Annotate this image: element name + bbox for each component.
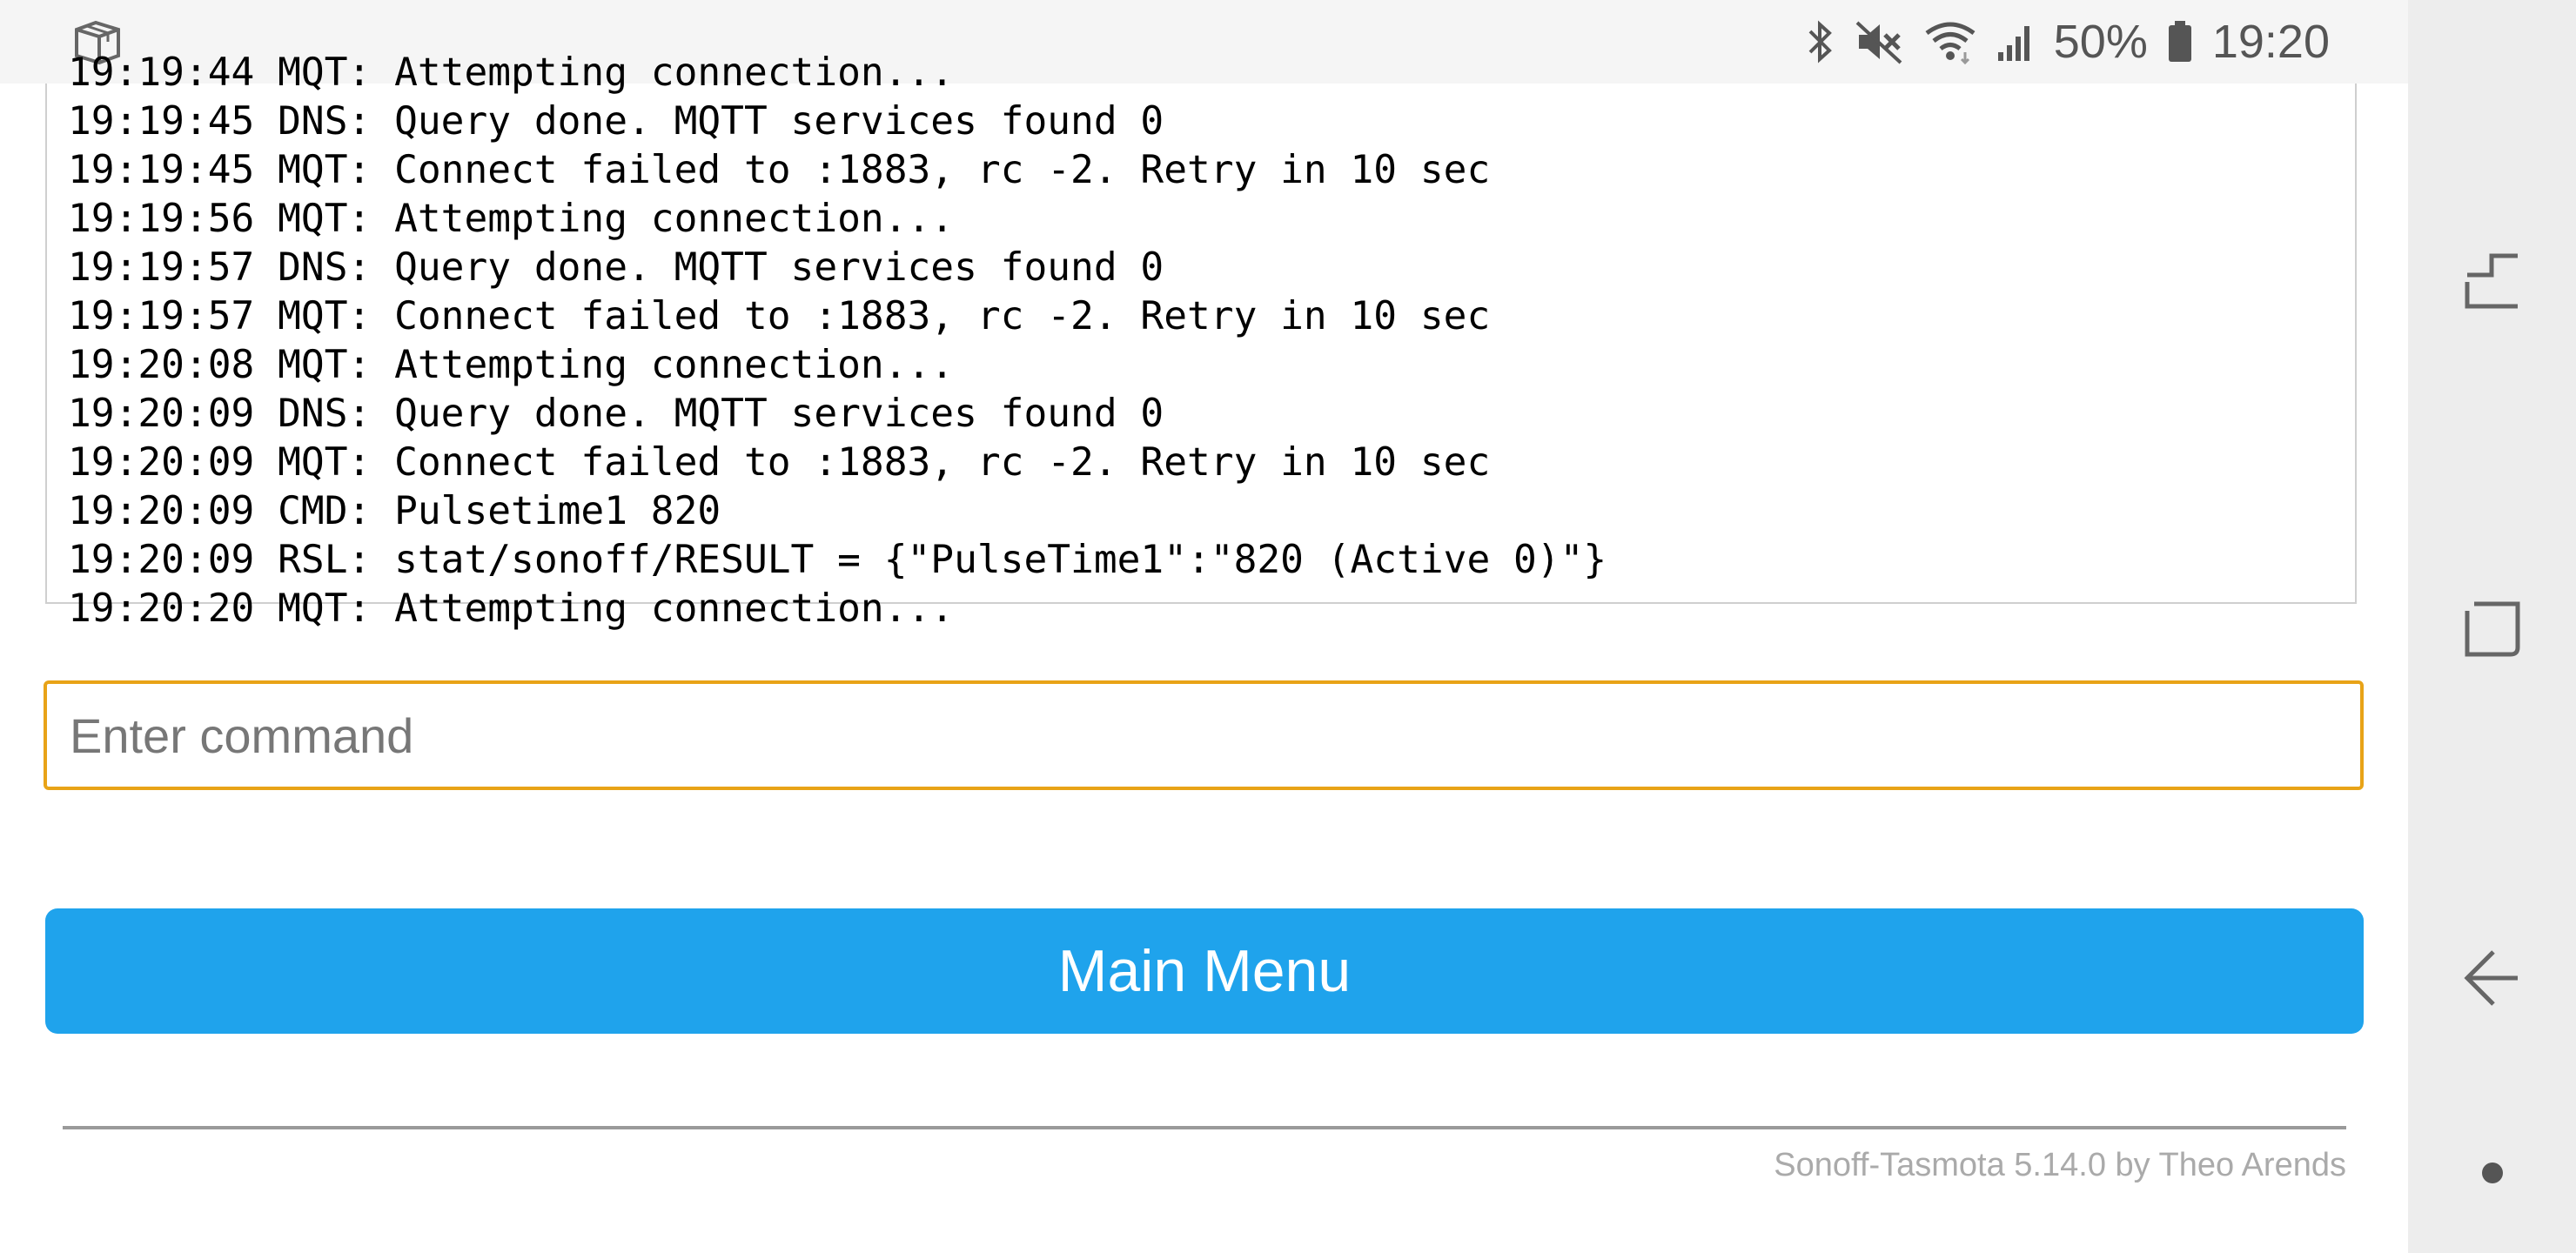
nav-dot-button[interactable]: [2408, 1109, 2576, 1240]
status-icons: 50% 19:20: [1805, 10, 2330, 73]
log-line: 19:20:08 MQT: Attempting connection...: [68, 343, 955, 387]
home-button[interactable]: [2408, 566, 2576, 696]
footer-version: Sonoff-Tasmota 5.14.0 by Theo Arends: [1774, 1147, 2346, 1183]
log-line: 19:20:09 MQT: Connect failed to :1883, r…: [68, 440, 1491, 485]
app-box-icon: [70, 17, 125, 66]
status-bar: 50% 19:20: [0, 0, 2408, 84]
clock: 19:20: [2211, 16, 2330, 68]
navigation-bar: [2408, 0, 2576, 1253]
mute-icon: [1855, 19, 1904, 64]
log-line: 19:19:44 MQT: Attempting connection...: [68, 50, 955, 95]
wifi-icon: [1923, 19, 1977, 65]
signal-icon: [1996, 19, 2035, 64]
bluetooth-icon: [1805, 19, 1836, 64]
main-menu-button[interactable]: Main Menu: [45, 908, 2364, 1034]
battery-icon: [2167, 19, 2193, 64]
footer-divider: [63, 1126, 2346, 1129]
log-line: 19:20:09 DNS: Query done. MQTT services …: [68, 392, 1164, 436]
recent-apps-icon: [2462, 251, 2523, 316]
log-line: 19:19:45 MQT: Connect failed to :1883, r…: [68, 148, 1491, 192]
console-text: 19:19:44 MQT: Attempting connection...19…: [68, 49, 1607, 633]
back-icon: [2462, 948, 2523, 1014]
command-input[interactable]: [44, 680, 2364, 790]
console-log[interactable]: 19:19:44 MQT: Attempting connection...19…: [45, 50, 2357, 631]
log-line: 19:19:56 MQT: Attempting connection...: [68, 197, 955, 241]
recent-apps-button[interactable]: [2408, 218, 2576, 348]
log-line: 19:20:20 MQT: Attempting connection...: [68, 586, 955, 631]
log-line: 19:20:09 RSL: stat/sonoff/RESULT = {"Pul…: [68, 538, 1607, 582]
log-line: 19:19:57 MQT: Connect failed to :1883, r…: [68, 294, 1491, 338]
log-line: 19:19:57 DNS: Query done. MQTT services …: [68, 245, 1164, 290]
log-line: 19:20:09 CMD: Pulsetime1 820: [68, 489, 721, 533]
dot-icon: [2479, 1160, 2506, 1190]
back-button[interactable]: [2408, 915, 2576, 1046]
home-icon: [2462, 599, 2523, 664]
log-line: 19:19:45 DNS: Query done. MQTT services …: [68, 99, 1164, 144]
battery-percent: 50%: [2053, 16, 2148, 68]
